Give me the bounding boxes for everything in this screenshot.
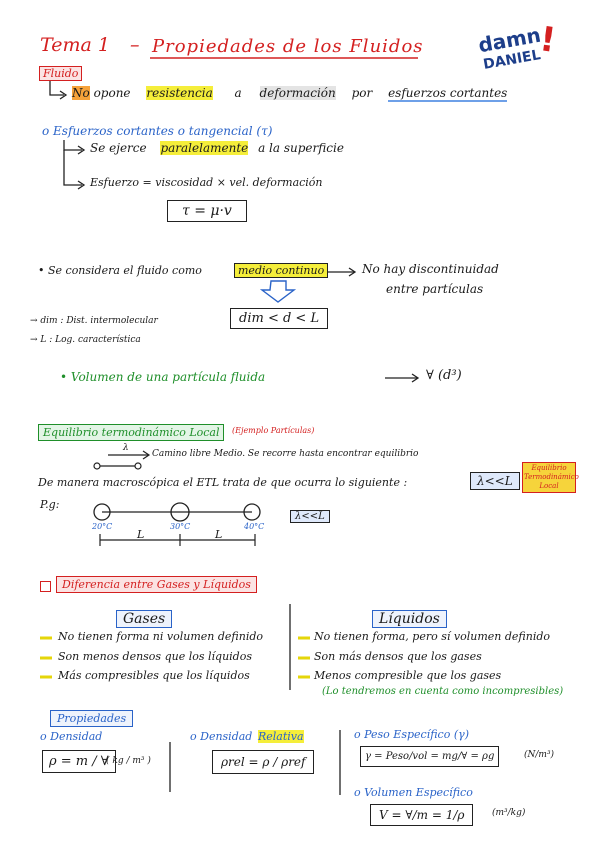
- particle-3: [243, 503, 261, 521]
- def-opone: opone: [93, 86, 131, 100]
- def-deformacion: deformación: [259, 86, 336, 100]
- peso-label: o Peso Específico (γ): [354, 728, 469, 741]
- ineq-box: dim < d < L: [230, 308, 329, 329]
- def-dim: → dim : Dist. intermolecular: [30, 316, 158, 326]
- checkbox-icon: [40, 581, 51, 592]
- gases-item-1: No tienen forma ni volumen definido: [58, 630, 264, 643]
- densidad-units: ( kg / m³ ): [106, 756, 151, 766]
- densidad-formula: ρ = m / ∀: [42, 750, 116, 773]
- def-L: → L : Log. característica: [30, 335, 141, 345]
- liquidos-item-3: Menos compresible que los gases: [314, 669, 502, 682]
- relativa-formula: ρrel = ρ / ρref: [212, 750, 315, 774]
- etl-note: (Ejemplo Partículas): [232, 426, 315, 435]
- continuo-intro: • Se considera el fluido como: [38, 264, 202, 277]
- lambda-symbol: λ: [123, 443, 129, 453]
- paralelamente: paralelamente: [160, 141, 249, 155]
- etl-label: Equilibrio termodinámico Local: [38, 424, 225, 441]
- formula-tau: τ = μ·v: [167, 200, 247, 222]
- medio-continuo: medio continuo: [234, 263, 329, 278]
- volumen-units: (m³/kg): [492, 808, 526, 818]
- superficie-text: a la superficie: [258, 141, 344, 155]
- liquidos-note: (Lo tendremos en cuenta como incompresib…: [322, 686, 564, 697]
- continuo-result-1: No hay discontinuidad: [362, 262, 499, 276]
- temp-3: 40°C: [244, 522, 265, 531]
- temp-1: 20°C: [92, 522, 113, 531]
- volumen-expr: ∀ (d³): [426, 368, 462, 383]
- relativa-label-a: o Densidad: [190, 730, 253, 743]
- diferencia-label: Diferencia entre Gases y Líquidos: [56, 576, 257, 593]
- arrow-fluido: [49, 80, 64, 96]
- title-tema: Tema 1: [40, 34, 110, 56]
- eg-label: P.g:: [40, 498, 60, 511]
- liquidos-item-1: No tienen forma, pero sí volumen definid…: [314, 630, 551, 643]
- arrow-esfuerzo: [63, 150, 82, 186]
- gases-item-2: Son menos densos que los líquidos: [58, 650, 252, 663]
- volumen-label: o Volumen Específico: [354, 786, 473, 799]
- title-subject: Propiedades de los Fluidos: [152, 36, 424, 57]
- liquidos-item-2: Son más densos que los gases: [314, 650, 482, 663]
- esfuerzos-heading: o Esfuerzos cortantes o tangencial (τ): [42, 124, 273, 138]
- def-a: a: [234, 86, 242, 100]
- camino-libre: Camino libre Medio. Se recorre hasta enc…: [152, 449, 419, 459]
- down-arrow: [259, 280, 297, 303]
- densidad-label: o Densidad: [40, 730, 103, 743]
- arrow-ejerce: [63, 140, 82, 151]
- etl-text: De manera macroscópica el ETL trata de q…: [38, 476, 408, 489]
- relativa-label-b: Relativa: [258, 730, 304, 743]
- volumen-formula: V = ∀/m = 1/ρ: [370, 804, 474, 826]
- def-esfuerzos: esfuerzos cortantes: [388, 86, 508, 102]
- gases-heading: Gases: [116, 610, 173, 628]
- def-resistencia: resistencia: [146, 86, 213, 100]
- etl-cond-2: λ<<L: [290, 510, 330, 523]
- propiedades-heading: Propiedades: [50, 710, 134, 727]
- fluido-label: Fluido: [39, 66, 83, 81]
- esfuerzo-definition: Esfuerzo = viscosidad × vel. deformación: [90, 176, 323, 189]
- def-no: No: [72, 86, 90, 100]
- volumen-particula: • Volumen de una partícula fluida: [60, 370, 266, 384]
- peso-units: (N/m³): [524, 750, 555, 760]
- particle-1: [93, 503, 111, 521]
- gases-item-3: Más compresibles que los líquidos: [58, 669, 250, 682]
- peso-formula: γ = Peso/vol = mg/∀ = ρg: [360, 746, 500, 767]
- ejerce-text: Se ejerce: [90, 141, 147, 155]
- continuo-result-2: entre partículas: [386, 282, 484, 296]
- def-por: por: [351, 86, 373, 100]
- particle-small: [93, 462, 101, 470]
- dim-L2: L: [215, 528, 223, 541]
- dim-L1: L: [137, 528, 145, 541]
- title-dash: –: [130, 34, 140, 56]
- particle-2: [170, 502, 190, 522]
- etl-side-note: Equilibrio Termodinámico Local: [522, 462, 579, 493]
- temp-2: 30°C: [170, 522, 191, 531]
- liquidos-heading: Líquidos: [372, 610, 447, 628]
- etl-cond: λ<<L: [470, 472, 520, 490]
